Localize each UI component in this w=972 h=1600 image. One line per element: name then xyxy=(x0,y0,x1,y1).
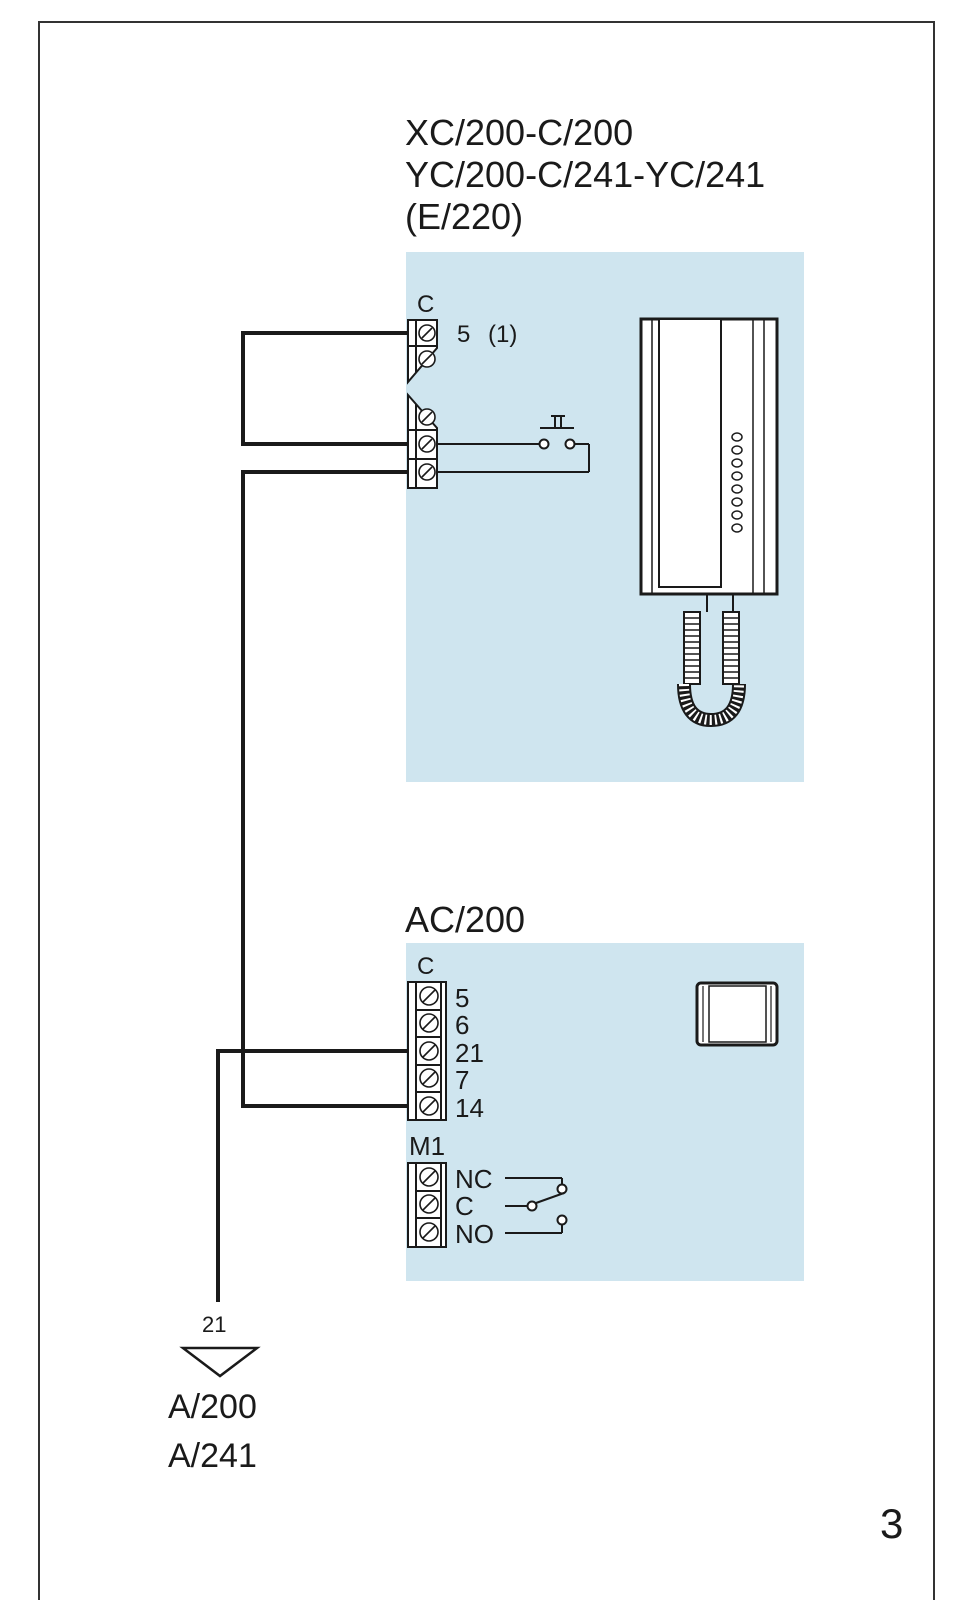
panel-unit-title: AC/200 xyxy=(405,899,525,940)
panel-terminal-block-label: C xyxy=(417,953,434,980)
bus-wire-label: 21 xyxy=(202,1312,226,1337)
page-frame xyxy=(38,21,935,1600)
relay-terminal-c: C xyxy=(455,1191,474,1221)
push-button-panel-icon xyxy=(695,981,779,1047)
relay-terminal-nc: NC xyxy=(455,1164,493,1194)
wire-21-to-bus xyxy=(216,1049,408,1302)
bus-target-1: A/200 xyxy=(168,1388,257,1426)
panel-terminal-7: 7 xyxy=(455,1065,469,1095)
indoor-note-label: (1) xyxy=(488,321,517,348)
wires xyxy=(216,331,408,1302)
wire-button-to-14 xyxy=(241,470,408,1108)
indoor-unit-title-line-2: YC/200-C/241-YC/241 xyxy=(405,154,765,195)
coil-rings xyxy=(684,617,739,679)
indoor-unit-title-line-1: XC/200-C/200 xyxy=(405,112,633,153)
page-number: 3 xyxy=(880,1500,903,1547)
keypad-icon xyxy=(731,432,743,533)
panel-terminal-14: 14 xyxy=(455,1093,484,1123)
screw-icon xyxy=(418,324,436,368)
wire-loop-5-to-button xyxy=(241,331,408,446)
push-button-icon xyxy=(437,415,590,473)
intercom-handset-icon xyxy=(639,317,779,728)
screw-icon xyxy=(419,986,439,1116)
bus-target-2: A/241 xyxy=(168,1437,257,1475)
indoor-terminal-block-label: C xyxy=(417,291,434,318)
relay-terminal-no: NO xyxy=(455,1219,494,1249)
relay-switch-icon xyxy=(505,1177,568,1234)
panel-terminal-5: 5 xyxy=(455,983,469,1013)
relay-block-label: M1 xyxy=(409,1131,445,1161)
panel-terminal-6: 6 xyxy=(455,1010,469,1040)
panel-terminal-21: 21 xyxy=(455,1038,484,1068)
screw-icon xyxy=(418,408,436,481)
indoor-unit-title-line-3: (E/220) xyxy=(405,196,523,237)
screw-icon xyxy=(419,1167,439,1242)
indoor-terminal-5-label: 5 xyxy=(457,321,470,348)
bus-connection-arrow-icon xyxy=(179,1346,261,1378)
